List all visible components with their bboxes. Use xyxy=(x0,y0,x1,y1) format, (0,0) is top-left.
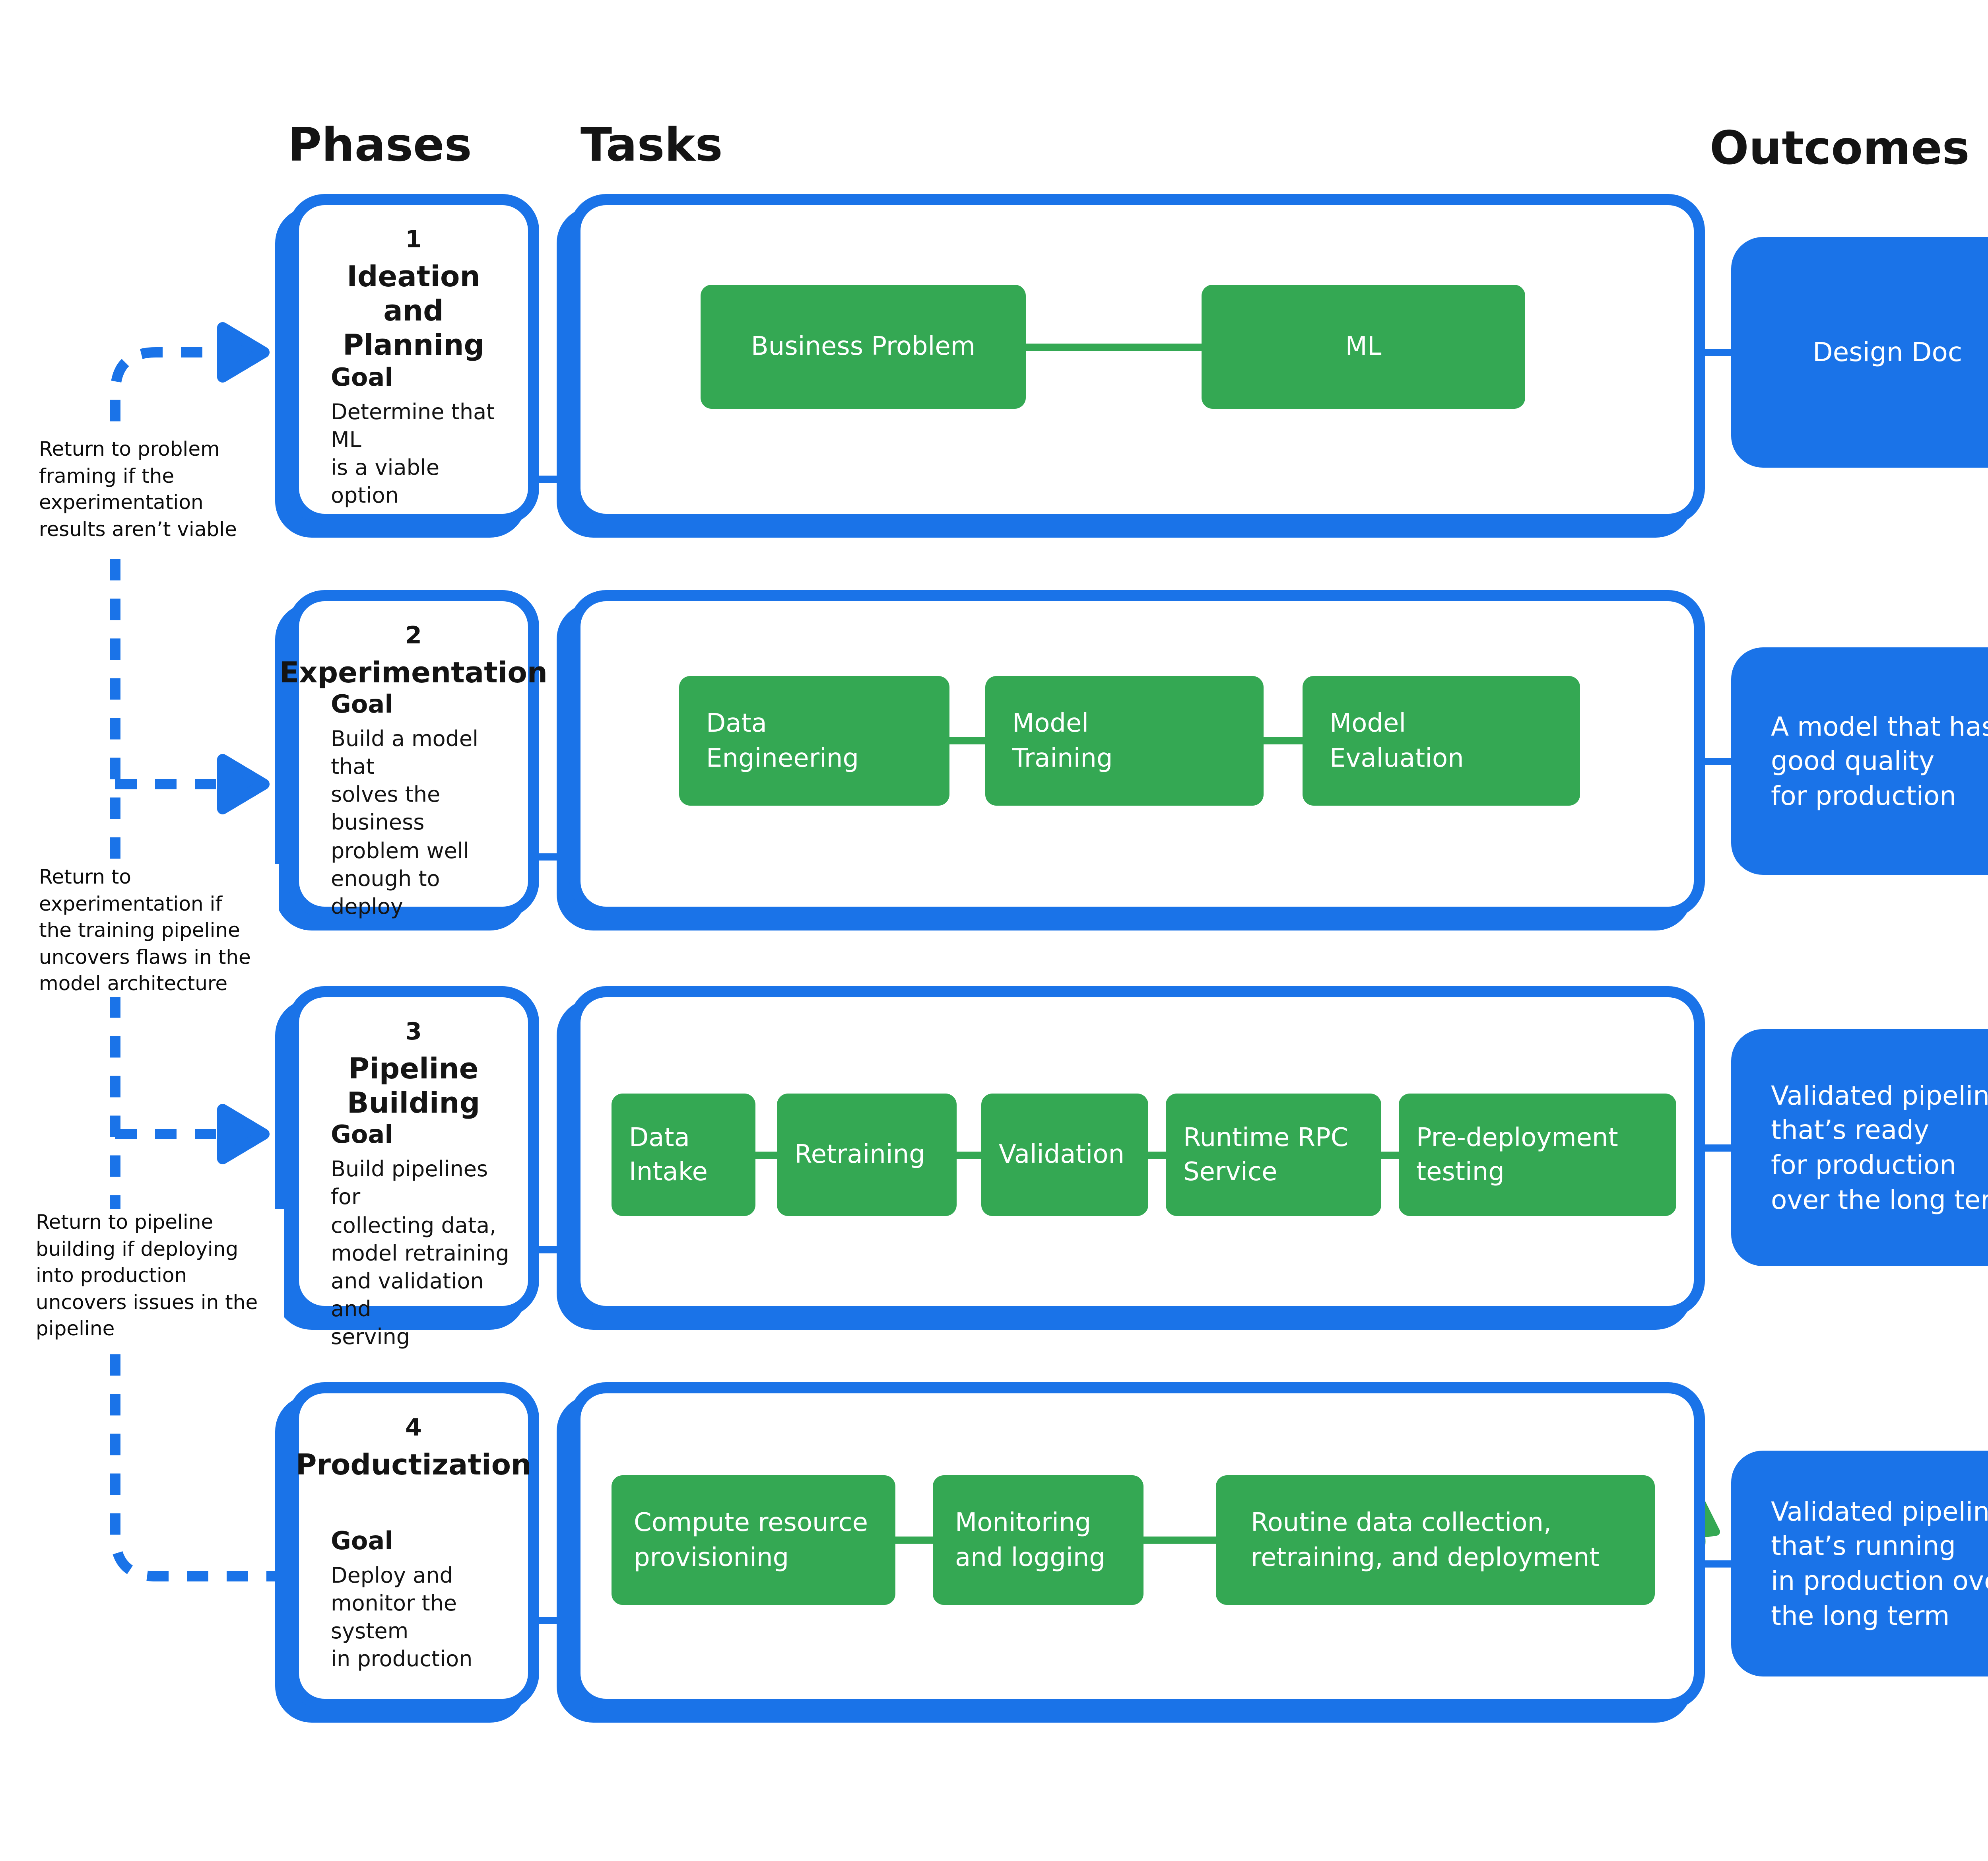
phase-tasks-connector xyxy=(539,1617,569,1624)
task-connector xyxy=(1381,1152,1399,1159)
goal-text: Deploy and monitor the system in product… xyxy=(331,1563,473,1672)
phase-card-productization: 4 Productization Goal Deploy and monitor… xyxy=(288,1382,539,1710)
task-compute-resource-provisioning: Compute resource provisioning xyxy=(612,1475,895,1605)
phase-tasks-connector xyxy=(539,853,569,861)
tasks-outcome-connector xyxy=(1705,349,1731,356)
goal-text: Build pipelines for collecting data, mod… xyxy=(331,1157,509,1350)
phase-title: Productization xyxy=(295,1449,532,1482)
task-validation: Validation xyxy=(981,1094,1148,1216)
phase-title: Pipeline Building xyxy=(347,1053,480,1120)
task-connector xyxy=(895,1537,933,1544)
annotation-return-to-problem-framing: Return to problem framing if the experim… xyxy=(39,436,247,542)
outcome-validated-pipeline-ready: Validated pipeline that’s ready for prod… xyxy=(1731,1029,1988,1266)
goal-text: Determine that ML is a viable option xyxy=(331,400,495,508)
goal-label: Goal xyxy=(331,363,393,392)
outcome-validated-pipeline-running: Validated pipeline that’s running in pro… xyxy=(1731,1451,1988,1676)
tasks-outcome-connector xyxy=(1705,1560,1731,1568)
arrow-right-icon xyxy=(217,1104,270,1164)
task-connector xyxy=(1148,1152,1166,1159)
task-connector xyxy=(1143,1537,1216,1544)
phase-tasks-connector xyxy=(539,1246,569,1253)
task-model-evaluation: Model Evaluation xyxy=(1303,676,1580,806)
task-runtime-rpc-service: Runtime RPC Service xyxy=(1166,1094,1381,1216)
tasks-column-header: Tasks xyxy=(580,118,723,172)
tasks-outcome-connector xyxy=(1705,758,1731,765)
task-data-engineering: Data Engineering xyxy=(679,676,949,806)
task-model-training: Model Training xyxy=(985,676,1264,806)
task-retraining: Retraining xyxy=(777,1094,957,1216)
task-routine-data-collection: Routine data collection, retraining, and… xyxy=(1216,1475,1655,1605)
outcome-design-doc: Design Doc xyxy=(1731,237,1988,468)
task-ml: ML xyxy=(1202,285,1525,409)
task-connector xyxy=(1026,344,1202,351)
task-connector xyxy=(957,1152,981,1159)
outcome-quality-model: A model that has good quality for produc… xyxy=(1731,647,1988,875)
task-business-problem: Business Problem xyxy=(701,285,1026,409)
phase-number: 2 xyxy=(405,622,422,650)
goal-label: Goal xyxy=(331,690,393,719)
phase-card-pipeline-building: 3 Pipeline Building Goal Build pipelines… xyxy=(288,986,539,1350)
task-connector xyxy=(755,1152,777,1159)
task-monitoring-and-logging: Monitoring and logging xyxy=(933,1475,1143,1605)
task-connector xyxy=(1264,737,1303,744)
phases-column-header: Phases xyxy=(288,118,472,172)
phase-title: Experimentation xyxy=(279,657,548,690)
goal-text: Build a model that solves the business p… xyxy=(331,727,479,919)
arrow-right-icon xyxy=(217,754,270,814)
phase-number: 3 xyxy=(405,1018,422,1046)
annotation-return-to-experimentation: Return to experimentation if the trainin… xyxy=(39,864,279,997)
outcomes-column-header: Outcomes xyxy=(1710,121,1970,175)
goal-label: Goal xyxy=(331,1121,393,1150)
phase-card-experimentation: 2 Experimentation Goal Build a model tha… xyxy=(280,590,547,919)
arrow-right-icon xyxy=(217,322,270,383)
phase-card-ideation: 1 Ideation and Planning Goal Determine t… xyxy=(288,194,539,525)
phase-title: Ideation and Planning xyxy=(342,261,484,362)
phase-tasks-connector xyxy=(539,476,569,483)
goal-label: Goal xyxy=(331,1527,393,1556)
phase-number: 4 xyxy=(405,1414,422,1442)
tasks-outcome-connector xyxy=(1705,1144,1731,1152)
task-data-intake: Data Intake xyxy=(612,1094,755,1216)
task-connector xyxy=(949,737,985,744)
task-pre-deployment-testing: Pre-deployment testing xyxy=(1399,1094,1676,1216)
annotation-return-to-pipeline-building: Return to pipeline building if deploying… xyxy=(36,1209,284,1342)
phase-number: 1 xyxy=(405,226,422,254)
